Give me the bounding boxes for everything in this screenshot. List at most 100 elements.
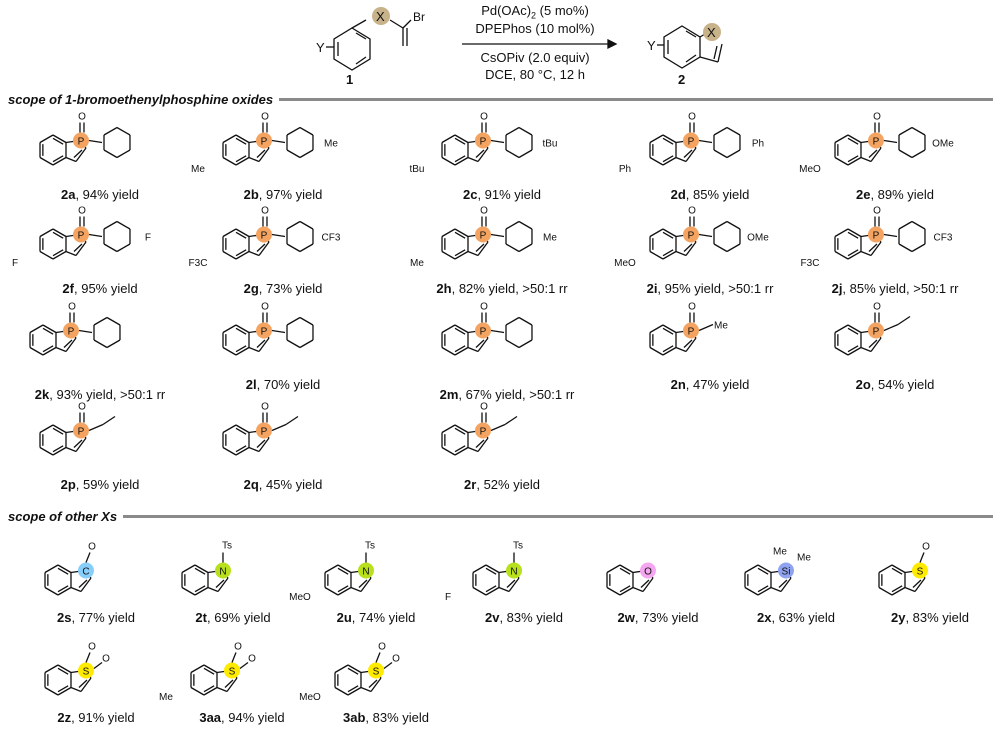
ring-double-bond xyxy=(757,585,769,593)
benzo-ring-bond xyxy=(235,424,250,434)
compound-id: 2f xyxy=(62,281,74,296)
benzo-ring-bond xyxy=(39,424,54,434)
oxygen-label: O xyxy=(261,302,269,313)
p-aryl-bond xyxy=(271,139,286,144)
ring-double-bond xyxy=(224,679,234,688)
aryl-ring-bond xyxy=(518,126,533,136)
aryl-ring-bond xyxy=(116,243,131,253)
aryl-substituent-label: F xyxy=(145,233,151,244)
benzo-ring-bond xyxy=(441,324,456,334)
aryl-substituent-label: Me xyxy=(543,233,557,244)
ring-double-bond xyxy=(475,439,485,448)
core-substituent-label: F xyxy=(445,592,451,603)
oxygen-label: O xyxy=(480,402,488,413)
benzo-ring-bond xyxy=(834,324,849,334)
oxygen-label: O xyxy=(78,206,86,217)
benzo-ring-bond xyxy=(235,250,250,260)
oxygen-label: O xyxy=(688,302,696,313)
heteroatom-highlight xyxy=(223,662,240,679)
compound-rr: , >50:1 rr xyxy=(906,281,959,296)
benzo-ring-bond xyxy=(203,664,218,674)
ring-bond xyxy=(477,337,489,352)
aryl-substituent-label: Ph xyxy=(752,139,764,150)
ring-double-bond xyxy=(42,345,54,353)
ring-bond xyxy=(207,586,219,593)
aryl-substituent-label: OMe xyxy=(747,233,769,244)
ring-double-bond xyxy=(662,137,674,145)
oxygen-label: O xyxy=(480,302,488,313)
ring-double-bond xyxy=(454,155,466,163)
oxygen-label: O xyxy=(234,642,242,653)
oxygen-label: O xyxy=(68,302,76,313)
ring-bond xyxy=(248,250,260,257)
compound-id: 2u xyxy=(336,610,352,625)
ring-bond xyxy=(360,686,372,693)
compound-yield: , 85% yield xyxy=(842,281,907,296)
ring-bond xyxy=(75,147,87,162)
compound-id: 2m xyxy=(439,387,459,402)
compound-caption: 2j, 85% yield, >50:1 rr xyxy=(832,281,959,296)
benzo-ring-bond xyxy=(834,156,849,166)
ring-bond xyxy=(75,241,87,256)
ring-bond xyxy=(870,337,882,352)
oxygen-label: O xyxy=(78,112,86,123)
ts-label: Ts xyxy=(513,541,523,552)
ring-double-bond xyxy=(73,149,83,158)
p-alkyl-bond xyxy=(285,415,299,426)
aryl-ring-bond xyxy=(286,339,301,349)
ring-double-bond xyxy=(868,149,878,158)
ring-bond xyxy=(477,147,489,162)
ring-double-bond xyxy=(454,345,466,353)
ring-double-bond xyxy=(235,137,247,145)
compound-rr: , >50:1 rr xyxy=(522,387,575,402)
heteroatom-label: P xyxy=(78,231,85,242)
aryl-ring-bond xyxy=(898,149,913,159)
heteroatom-highlight xyxy=(77,662,94,679)
benzo-ring-bond xyxy=(441,250,456,260)
ring-bond xyxy=(258,147,270,162)
compound-id: 3ab xyxy=(343,710,366,725)
benzo-ring-bond xyxy=(472,564,487,574)
compound-id: 2e xyxy=(855,187,871,202)
heteroatom-highlight xyxy=(255,226,272,243)
ring-double-bond xyxy=(52,445,64,453)
compound-id: 2k xyxy=(34,387,50,402)
compound-caption: 2i, 95% yield, >50:1 rr xyxy=(647,281,774,296)
benzo-ring-bond xyxy=(235,134,250,144)
reagent-catalyst-name: Pd(OAc) xyxy=(481,3,532,18)
ring-double-bond xyxy=(778,579,788,588)
heteroatom-highlight xyxy=(62,322,79,339)
compound-yield: , 94% yield xyxy=(221,710,285,725)
heteroatom-highlight xyxy=(867,322,884,339)
compound-id: 2v xyxy=(484,610,500,625)
ring-bond xyxy=(80,577,92,592)
compound-yield: , 63% yield xyxy=(771,610,836,625)
si-methyl-label: Me xyxy=(773,547,787,558)
ring-double-bond xyxy=(662,231,674,239)
benzo-ring-bond xyxy=(44,664,59,674)
ring-double-bond xyxy=(662,249,674,257)
ring-double-bond xyxy=(52,137,64,145)
compound-caption: 2p, 59% yield xyxy=(61,477,140,492)
aryl-ring-bond xyxy=(518,339,533,349)
heteroatom-label: P xyxy=(68,327,75,338)
ring-bond xyxy=(914,577,926,592)
compound-caption: 2m, 67% yield, >50:1 rr xyxy=(440,387,575,402)
benzo-ring-bond xyxy=(441,228,456,238)
compound-yield: , 69% yield xyxy=(206,610,271,625)
heteroatom-label: P xyxy=(480,137,487,148)
reagent-catalyst-loading: (5 mo%) xyxy=(536,3,589,18)
aryl-ring-bond xyxy=(898,243,913,253)
benzo-ring-bond xyxy=(441,346,456,356)
compound-caption: 2n, 47% yield xyxy=(671,377,750,392)
compound-caption: 2l, 70% yield xyxy=(246,377,320,392)
oxygen-label: O xyxy=(922,542,930,553)
heteroatom-label: N xyxy=(510,567,517,578)
compound-caption: 3aa, 94% yield xyxy=(199,710,284,725)
benzo-ring-bond xyxy=(190,664,205,674)
heteroatom-highlight xyxy=(682,226,699,243)
benzo-ring-bond xyxy=(847,346,862,356)
heteroatom-highlight xyxy=(367,662,384,679)
ring-double-bond xyxy=(662,345,674,353)
product-x-marker xyxy=(703,23,721,41)
